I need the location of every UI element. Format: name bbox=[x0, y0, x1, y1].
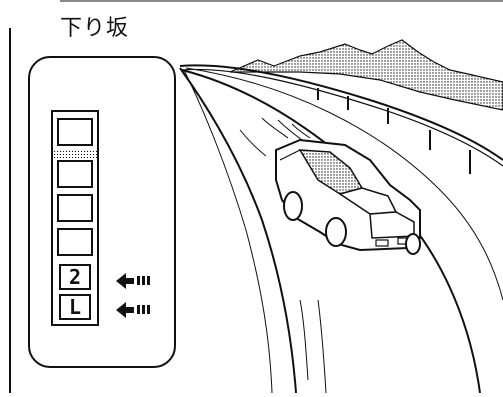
gear-l-label: L bbox=[59, 294, 91, 320]
road-left-shoulder bbox=[184, 70, 272, 393]
gear-selector-column: 2 L bbox=[51, 110, 99, 326]
gear-slot-4 bbox=[57, 228, 93, 256]
road-left-edge bbox=[180, 68, 296, 393]
gear-slot-3 bbox=[57, 194, 93, 222]
gear-slot-2 bbox=[57, 160, 93, 188]
gear-slot-1 bbox=[57, 118, 93, 146]
gear-separator bbox=[53, 150, 97, 158]
car bbox=[276, 140, 420, 254]
gear-2-label: 2 bbox=[59, 264, 91, 290]
page-title: 下り坂 bbox=[60, 10, 129, 42]
